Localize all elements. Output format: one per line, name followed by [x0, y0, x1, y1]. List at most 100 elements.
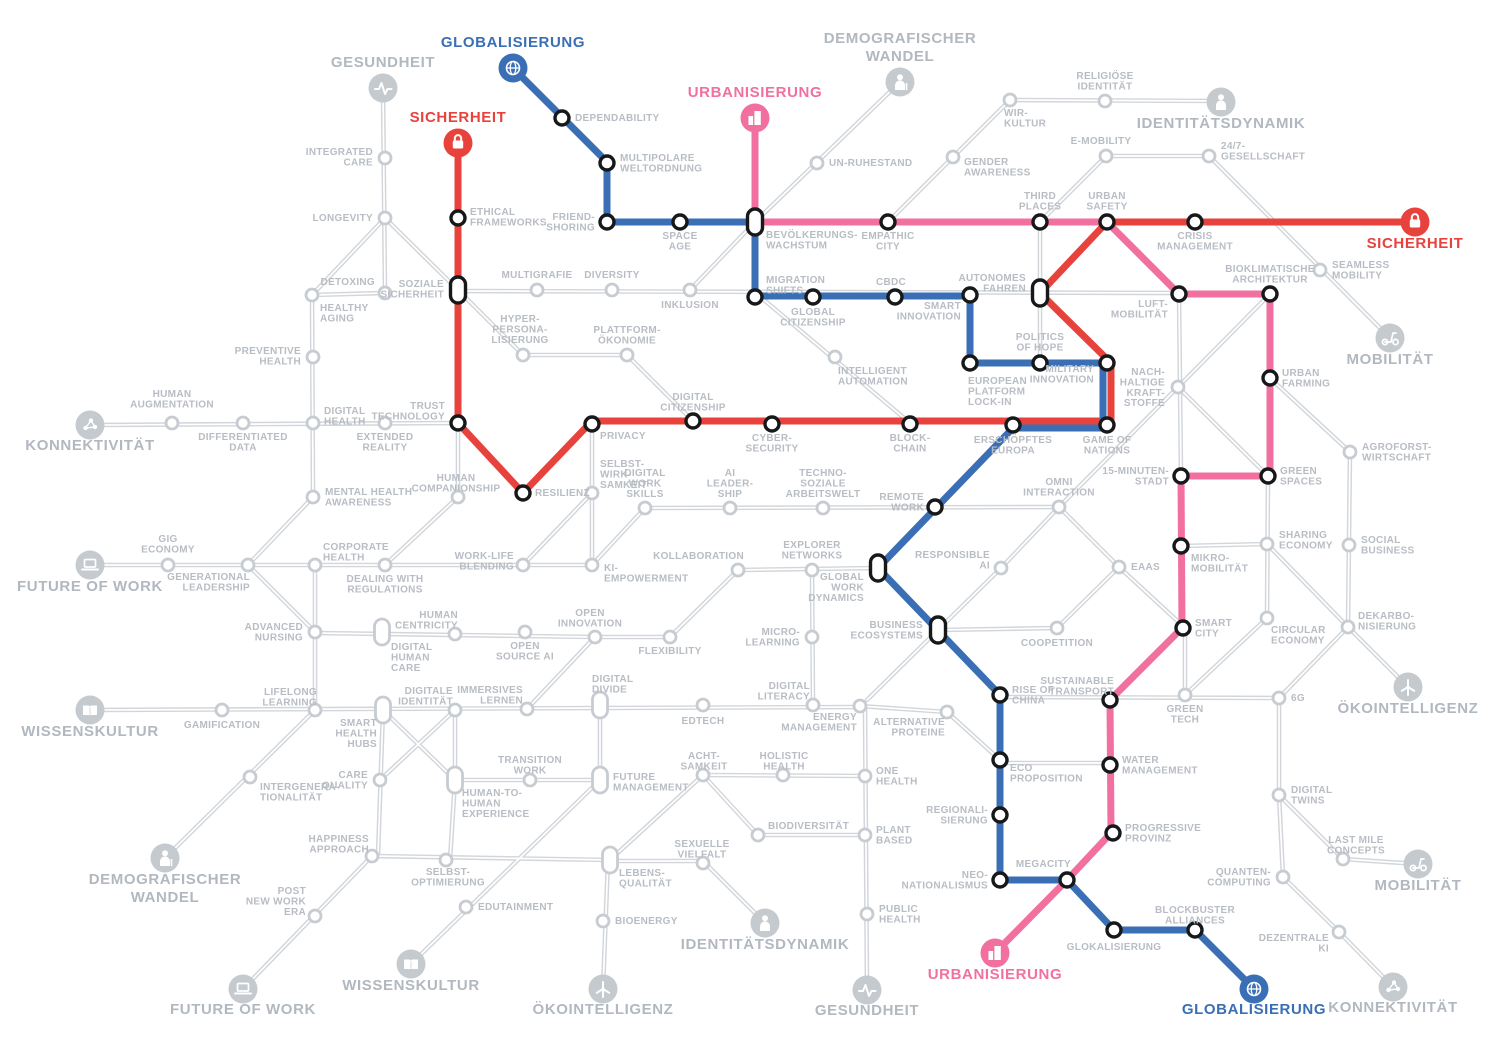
station-immersives-lernen — [519, 701, 535, 717]
station-cbdc — [886, 288, 904, 306]
station-digital-twins — [1271, 787, 1287, 803]
terminal-label: URBANISIERUNG — [928, 966, 1062, 983]
book-icon — [404, 959, 418, 971]
station-ki-empowerment-label: KI-EMPOWERMENT — [604, 563, 688, 584]
station-luft-mobilit-t — [1170, 285, 1188, 303]
station-work-life-blending — [515, 557, 531, 573]
station-empathic-city — [879, 213, 897, 231]
station-edtech-label: EDTECH — [682, 716, 725, 727]
station-longevity — [377, 210, 393, 226]
station-politics-of-hope — [1031, 354, 1049, 372]
station-corporate-health — [307, 557, 323, 573]
station-military-innovation — [1098, 354, 1116, 372]
station-detoxing — [377, 285, 393, 301]
station-sustainable-transport — [1101, 691, 1119, 709]
station-bev-lkerungs-wachstum-label: BEVÖLKERUNGS-WACHSTUM — [766, 228, 858, 251]
station-digital-human-care — [373, 617, 391, 647]
terminal-sicherheit-lock: SICHERHEIT — [410, 109, 506, 158]
station-migration-shifts — [746, 288, 764, 306]
station-european-platform-lock-in — [961, 354, 979, 372]
station-selbst-wirk-samkeit — [584, 485, 600, 501]
station-last-mile-concepts — [1335, 851, 1351, 867]
station-neo-nationalismus-label: NEO-NATIONALISMUS — [902, 870, 989, 891]
terminal-urbanisierung-city: URBANISIERUNG — [688, 84, 822, 133]
network-icon — [83, 418, 98, 431]
terminal-future-of-work-laptop: FUTURE OF WORK — [170, 974, 315, 1018]
trend-lines — [454, 64, 1419, 993]
station-dekarbo-nisierung-label: DEKARBO-NISIERUNG — [1358, 611, 1416, 632]
station-plattform-konomie-label: PLATTFORM-ÖKONOMIE — [593, 325, 660, 346]
station-lebens-qualit-t — [601, 845, 619, 875]
station-dekarbo-nisierung — [1340, 619, 1356, 635]
station-luft-mobilit-t-label: LUFT-MOBILITÄT — [1111, 299, 1168, 320]
station-e-mobility — [1098, 148, 1114, 164]
station-block-chain-label: BLOCK-CHAIN — [890, 433, 931, 454]
station-happiness-approach — [364, 848, 380, 864]
station-responsible-ai — [993, 560, 1009, 576]
station-digitale-identit-t — [447, 702, 463, 718]
station-friend-shoring — [598, 213, 616, 231]
terminal-urbanisierung-city: URBANISIERUNG — [928, 938, 1062, 983]
globe-icon — [505, 60, 521, 76]
station-smart-health-hubs — [374, 695, 392, 725]
station-autonomes-fahren — [1030, 278, 1050, 308]
station-seamless-mobility — [1312, 262, 1328, 278]
station-crisis-management — [1186, 213, 1204, 231]
station-bioklimatische-architektur — [1261, 285, 1279, 303]
terminal-future-of-work-laptop: FUTURE OF WORK — [17, 550, 162, 595]
station-glokalisierung-label: GLOKALISIERUNG — [1067, 942, 1162, 953]
station-human-to-human-experience — [446, 765, 464, 795]
wind-icon — [1400, 679, 1416, 696]
station-intergenera-tionalit-t — [242, 769, 258, 785]
station-agroforst-wirtschaft — [1342, 444, 1358, 460]
station-dezentrale-ki — [1331, 924, 1347, 940]
station-un-ruhestand — [809, 155, 825, 171]
station-biodiversit-t-label: BIODIVERSITÄT — [768, 819, 849, 832]
terminal-label: GESUNDHEIT — [331, 54, 435, 71]
station-resilienz-label: RESILIENZ — [535, 488, 590, 499]
station-plattform-konomie — [619, 347, 635, 363]
station-smart-city — [1174, 619, 1192, 637]
lock-icon — [1409, 213, 1421, 228]
station-selbst-optimierung-label: SELBST-OPTIMIERUNG — [411, 867, 485, 888]
station-sexuelle-vielfalt — [695, 855, 711, 871]
station-regionali-sierung — [991, 806, 1009, 824]
station-selbst-wirk-samkeit-label: SELBST-WIRK-SAMKEIT — [600, 459, 647, 491]
terminal-konnektivit-t-network: KONNEKTIVITÄT — [25, 410, 154, 454]
station-omni-interaction — [1051, 499, 1067, 515]
station-bev-lkerungs-wachstum — [745, 207, 765, 237]
station-differentiated-data — [235, 415, 251, 431]
station-open-innovation — [587, 629, 603, 645]
station-digital-divide — [591, 690, 609, 720]
station-multigrafie — [529, 282, 545, 298]
station-religi-se-identit-t — [1097, 93, 1113, 109]
station-glokalisierung — [1105, 921, 1123, 939]
station-healthy-aging — [304, 287, 320, 303]
station-business-ecosystems — [928, 615, 948, 645]
